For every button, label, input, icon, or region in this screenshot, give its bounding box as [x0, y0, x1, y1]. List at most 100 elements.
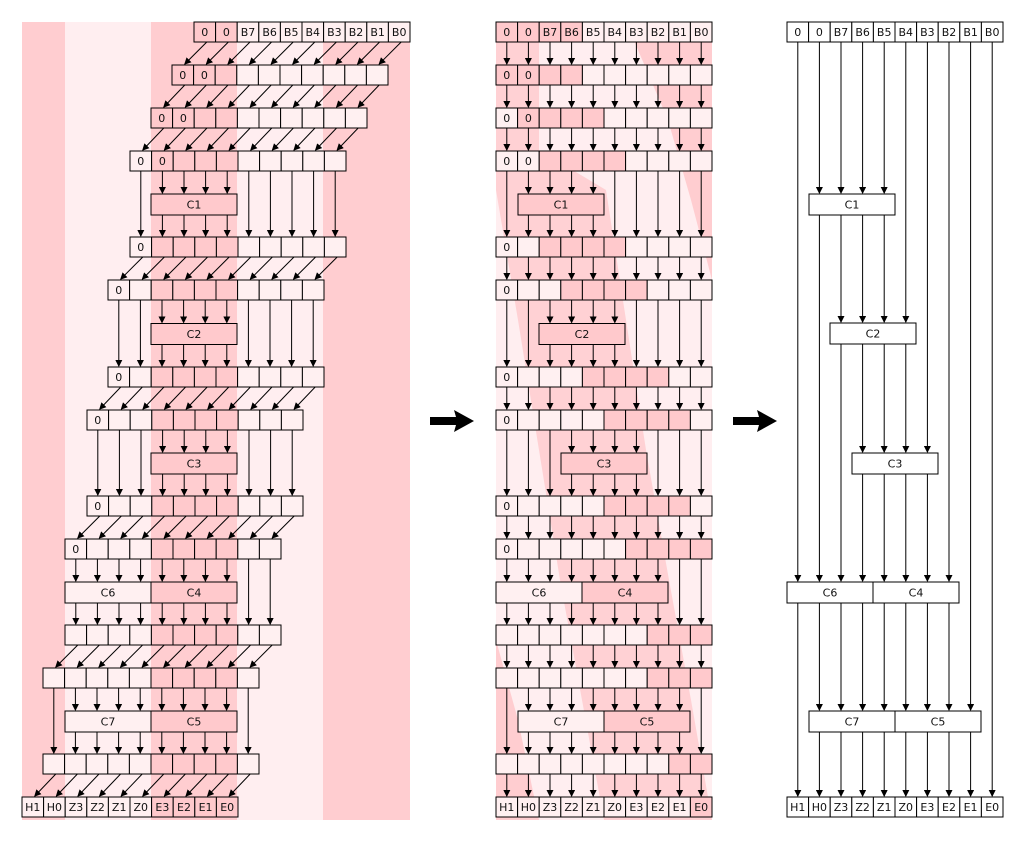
left-row-0-text: 0 — [223, 26, 230, 39]
mid-row-11-cell — [625, 667, 648, 689]
shift-arrow — [163, 515, 187, 539]
mid-row-7-cell — [538, 409, 562, 431]
left-row-9-cell — [86, 538, 109, 560]
component-c3-label: C3 — [187, 458, 202, 471]
mid-row-8-cell — [603, 495, 627, 517]
left-row-9-cell — [194, 538, 217, 560]
right-output-row-cell — [980, 796, 1004, 818]
shift-arrow — [142, 773, 165, 797]
mid-component-c5 — [603, 710, 691, 733]
mid-row-13-text: E1 — [673, 801, 687, 814]
left-row-11-cell — [193, 667, 217, 689]
left-row-4-cell — [151, 236, 174, 258]
right-input-row-text: B7 — [834, 26, 849, 39]
mid-row-3-cell — [689, 150, 713, 172]
mid-row-3-cell — [581, 150, 605, 172]
left-row-7-cell — [259, 409, 282, 431]
shift-arrow — [99, 386, 122, 410]
shift-arrow — [228, 386, 251, 410]
mid-row-12-cell — [560, 753, 583, 775]
left-row-1-cell — [279, 64, 303, 86]
right-arrow-icon-2 — [733, 410, 777, 432]
left-row-8-cell — [108, 495, 131, 517]
left-row-0-text: B4 — [306, 26, 321, 39]
mid-row-11-cell — [538, 667, 562, 689]
component-c1-label: C1 — [187, 199, 202, 212]
shift-arrow — [185, 386, 208, 410]
shift-arrow — [163, 644, 187, 668]
left-row-12-cell — [107, 753, 130, 775]
left-row-3-cell — [302, 150, 325, 172]
mid-row-2-text: 0 — [525, 112, 532, 125]
left-row-1-cell — [365, 64, 389, 86]
left-row-12-cell — [172, 753, 195, 775]
right-output-row-text: Z1 — [877, 801, 892, 814]
shift-arrow — [271, 515, 295, 539]
component-c7-label: C7 — [101, 716, 116, 729]
left-row-4-cell — [215, 236, 239, 258]
shift-arrow — [207, 386, 230, 410]
mid-row-4-cell — [517, 236, 540, 258]
right-component-c4 — [872, 581, 960, 604]
mid-row-12-cell — [603, 753, 627, 775]
left-row-1-cell — [257, 64, 281, 86]
left-row-2-cell — [301, 107, 325, 129]
mid-row-10-cell — [646, 624, 670, 646]
mid-row-8-cell — [581, 495, 605, 517]
left-row-0-cell — [387, 21, 411, 43]
shift-arrow — [250, 127, 273, 151]
mid-row-4-cell — [538, 236, 562, 258]
mid-row-6-cell — [603, 366, 627, 388]
left-row-8-cell — [259, 495, 282, 517]
mid-row-12-cell — [646, 753, 670, 775]
mid-row-10-cell — [625, 624, 648, 646]
left-row-2-cell — [193, 107, 217, 129]
mid-row-6-text: 0 — [503, 371, 510, 384]
right-input-row-text: B2 — [942, 26, 957, 39]
mid-row-5-cell — [668, 279, 691, 301]
mid-row-9-cell — [560, 538, 583, 560]
mid-row-2-cell — [689, 107, 713, 129]
left-row-9-cell — [215, 538, 239, 560]
mid-row-1-cell — [560, 64, 583, 86]
mid-row-11-cell — [560, 667, 583, 689]
right-input-row-text: 0 — [816, 26, 823, 39]
shift-arrow — [120, 773, 143, 797]
right-component-c1-label: C1 — [845, 199, 860, 212]
left-row-13-text: E0 — [220, 801, 234, 814]
mid-row-2-cell — [538, 107, 562, 129]
mid-row-11-cell — [517, 667, 540, 689]
right-output-row-text: H1 — [790, 801, 805, 814]
left-row-5-cell — [215, 279, 239, 301]
left-row-3-text: 0 — [159, 155, 166, 168]
component-c1 — [150, 193, 238, 216]
left-row-0-text: B5 — [284, 26, 299, 39]
left-row-9-cell — [150, 538, 174, 560]
left-row-6-text: 0 — [115, 371, 122, 384]
mid-row-2-cell — [560, 107, 583, 129]
mid-row-7-cell — [646, 409, 670, 431]
shift-arrow — [55, 644, 79, 668]
mid-row-5-cell — [689, 279, 713, 301]
left-row-5-cell — [237, 279, 260, 301]
mid-row-1-cell — [668, 64, 691, 86]
left-row-3-cell — [259, 150, 282, 172]
mid-row-3-cell — [560, 150, 583, 172]
left-row-13-text: E3 — [155, 801, 169, 814]
left-row-5-cell — [193, 279, 217, 301]
component-c2 — [150, 323, 238, 345]
left-row-7-cell — [151, 409, 174, 431]
shift-arrow — [98, 644, 122, 668]
left-row-7-cell — [108, 409, 131, 431]
mid-row-12-cell — [625, 753, 648, 775]
mid-row-4-cell — [560, 236, 583, 258]
left-row-13-text: Z0 — [134, 801, 149, 814]
mid-row-4-cell — [689, 236, 713, 258]
shift-arrow — [76, 644, 100, 668]
mid-row-8-cell — [538, 495, 562, 517]
mid-component-c2 — [538, 323, 626, 345]
mid-row-2-cell — [625, 107, 648, 129]
shift-arrow — [184, 41, 208, 65]
left-row-6-cell — [237, 366, 260, 388]
left-row-8-cell — [194, 495, 218, 517]
